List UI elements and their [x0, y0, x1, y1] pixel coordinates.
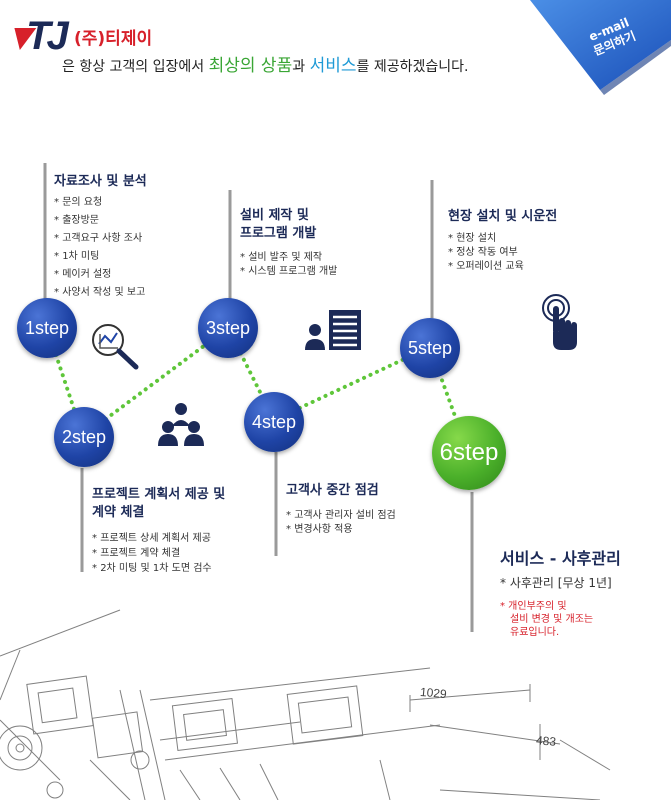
- service-section: 서비스 - 사후관리 * 사후관리 [무상 1년] * 개인부주의 및 설비 변…: [500, 548, 670, 639]
- list-item: 2차 미팅 및 1차 도면 검수: [92, 561, 292, 576]
- list-item: 시스템 프로그램 개발: [240, 265, 400, 279]
- list-item: 정상 작동 여부: [448, 246, 608, 260]
- step5-list: 현장 설치 정상 작동 여부 오퍼레이션 교육: [448, 232, 608, 274]
- list-item: 오퍼레이션 교육: [448, 260, 608, 274]
- list-item: 1차 미팅: [54, 248, 224, 266]
- step3-list: 설비 발주 및 제작 시스템 프로그램 개발: [240, 251, 400, 279]
- step5-title: 현장 설치 및 시운전: [448, 209, 558, 224]
- drawing-dimension-483: 483: [535, 733, 557, 749]
- service-note: * 개인부주의 및 설비 변경 및 개조는 유료입니다.: [500, 601, 594, 638]
- step4-badge: 4step: [244, 392, 304, 452]
- step5-description: 현장 설치 및 시운전 현장 설치 정상 작동 여부 오퍼레이션 교육: [448, 208, 608, 274]
- list-item: 고객사 관리자 설비 점검: [286, 509, 466, 523]
- list-item: 문의 요청: [54, 194, 224, 212]
- step3-description: 설비 제작 및 프로그램 개발 설비 발주 및 제작 시스템 프로그램 개발: [240, 207, 400, 279]
- step1-badge: 1step: [17, 298, 77, 358]
- step3-title: 설비 제작 및 프로그램 개발: [240, 208, 317, 241]
- step4-title: 고객사 중간 점검: [286, 483, 379, 498]
- list-item: 메이커 설정: [54, 266, 224, 284]
- page-header: ▾TJ (주)티제이 은 항상 고객의 입장에서 최상의 상품과 서비스를 제공…: [0, 0, 671, 90]
- list-item: 현장 설치: [448, 232, 608, 246]
- list-item: 프로젝트 상세 계획서 제공: [92, 531, 292, 546]
- step2-title: 프로젝트 계획서 제공 및 계약 체결: [92, 487, 226, 520]
- drawing-dimension-1029: 1029: [419, 684, 448, 702]
- list-item: 사양서 작성 및 보고: [54, 284, 224, 302]
- step1-title: 자료조사 및 분석: [54, 174, 147, 189]
- list-item: 프로젝트 계약 체결: [92, 546, 292, 561]
- list-item: 설비 발주 및 제작: [240, 251, 400, 265]
- list-item: 출장방문: [54, 212, 224, 230]
- step6-badge: 6step: [432, 416, 506, 490]
- search-chart-icon: [92, 324, 139, 370]
- user-list-icon: [305, 310, 361, 350]
- step2-description: 프로젝트 계획서 제공 및 계약 체결 프로젝트 상세 계획서 제공 프로젝트 …: [92, 486, 292, 576]
- service-item: * 사후관리 [무상 1년]: [500, 576, 612, 590]
- slogan-highlight-product: 최상의 상품: [208, 56, 293, 76]
- team-icon: [158, 403, 204, 446]
- slogan: 은 항상 고객의 입장에서 최상의 상품과 서비스를 제공하겠습니다.: [62, 56, 469, 76]
- slogan-highlight-service: 서비스: [309, 56, 357, 76]
- step1-list: 문의 요청 출장방문 고객요구 사항 조사 1차 미팅 메이커 설정 사양서 작…: [54, 194, 224, 302]
- list-item: 고객요구 사항 조사: [54, 230, 224, 248]
- step2-list: 프로젝트 상세 계획서 제공 프로젝트 계약 체결 2차 미팅 및 1차 도면 …: [92, 531, 292, 576]
- step4-list: 고객사 관리자 설비 점검 변경사항 적용: [286, 509, 466, 537]
- step3-badge: 3step: [198, 298, 258, 358]
- step5-badge: 5step: [400, 318, 460, 378]
- service-title: 서비스 - 사후관리: [500, 549, 621, 568]
- step2-badge: 2step: [54, 407, 114, 467]
- step1-description: 자료조사 및 분석 문의 요청 출장방문 고객요구 사항 조사 1차 미팅 메이…: [54, 173, 224, 302]
- touch-icon: [542, 294, 577, 350]
- step4-description: 고객사 중간 점검 고객사 관리자 설비 점검 변경사항 적용: [286, 482, 466, 537]
- logo-mark: ▾TJ: [10, 14, 69, 58]
- list-item: 변경사항 적용: [286, 523, 466, 537]
- company-name: (주)티제이: [74, 29, 153, 49]
- company-logo[interactable]: ▾TJ (주)티제이: [10, 14, 155, 62]
